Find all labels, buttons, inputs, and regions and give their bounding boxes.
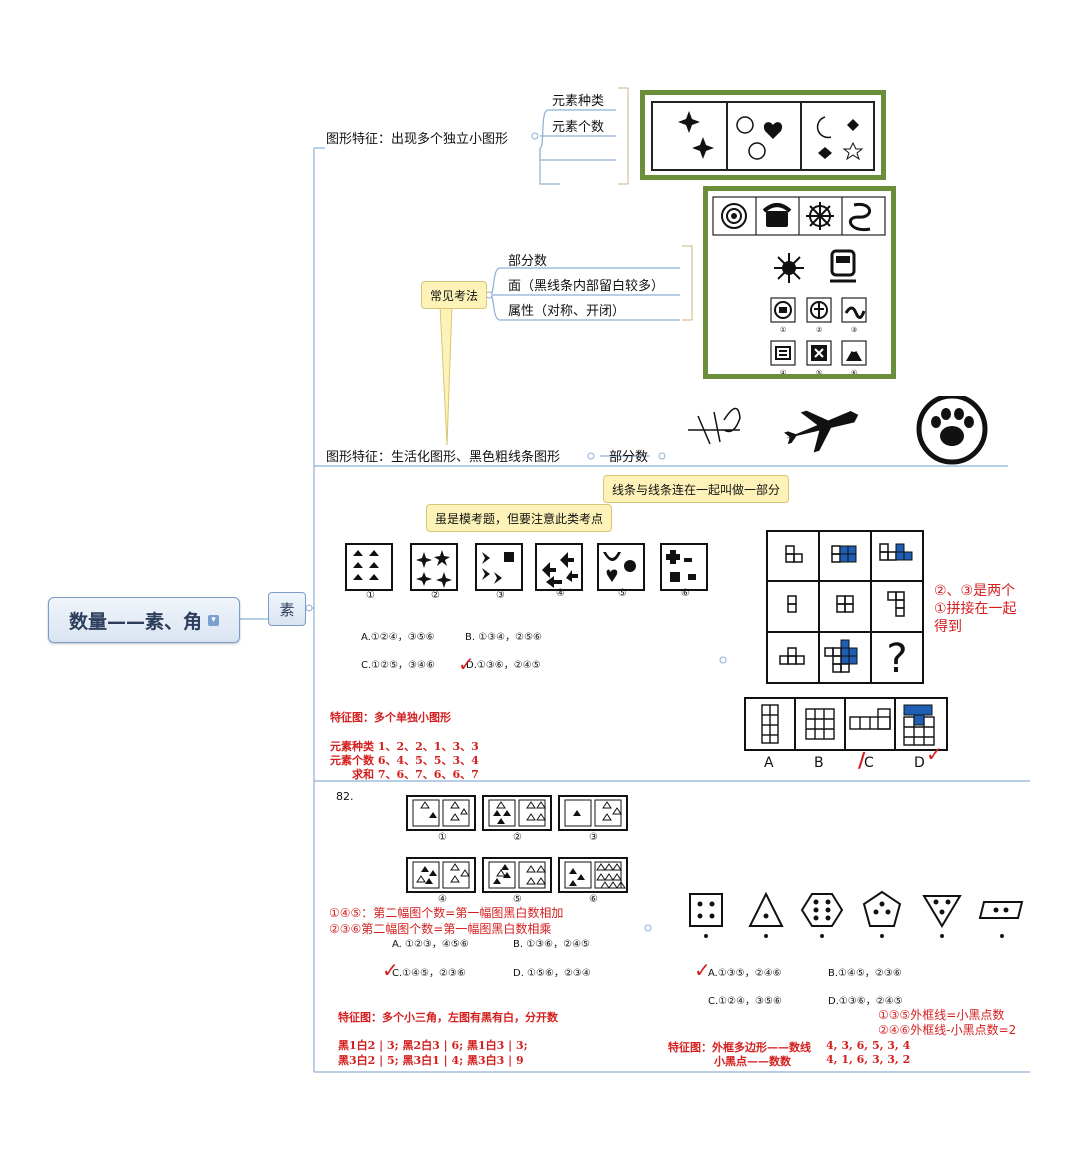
s2-question-number: 82. bbox=[336, 790, 354, 803]
q1-label-5: ⑤ bbox=[618, 588, 627, 599]
q3-option-c[interactable]: C.①②④，③⑤⑥ bbox=[708, 996, 782, 1007]
life-figures bbox=[688, 396, 988, 465]
q1-label-1: ① bbox=[366, 590, 375, 601]
s2-right-feature2-values: 4, 1, 6, 3, 3, 2 bbox=[826, 1053, 911, 1066]
example-frame-1 bbox=[640, 90, 886, 180]
q3-option-d[interactable]: D.①③⑥，②④⑤ bbox=[828, 996, 903, 1007]
q1-answer-options bbox=[744, 697, 948, 751]
svg-text:⑤: ⑤ bbox=[816, 369, 822, 374]
answer-label-c[interactable]: C bbox=[864, 755, 874, 771]
answer-label-d[interactable]: D bbox=[914, 755, 925, 771]
checkmark-c-icon: / bbox=[858, 748, 866, 772]
answer-label-b[interactable]: B bbox=[814, 755, 824, 771]
q2-label-5: ⑤ bbox=[513, 894, 522, 905]
icon-grid-figure: ① ② ③ ④ ⑤ ⑥ bbox=[712, 196, 886, 377]
q1-option-d[interactable]: D.①③⑥，②④⑤ bbox=[466, 660, 541, 671]
q2-option-d[interactable]: D. ①⑤⑥，②③④ bbox=[513, 968, 591, 979]
s2-right-feature2: 小黑点——数数 bbox=[714, 1055, 791, 1068]
root-node[interactable]: 数量——素、角 ▾ bbox=[48, 597, 240, 643]
branch3-child-parts[interactable]: 部分数 bbox=[609, 450, 649, 465]
example-frame-2: ① ② ③ ④ ⑤ ⑥ bbox=[703, 186, 896, 379]
q1-label-4: ④ bbox=[556, 588, 565, 599]
target-icon bbox=[721, 203, 747, 229]
q1-option-b[interactable]: B. ①③④，②⑤⑥ bbox=[465, 632, 543, 643]
q1-label-2: ② bbox=[431, 590, 440, 601]
s1-row3: 求和 7、6、7、6、6、7 bbox=[352, 768, 479, 781]
q3-option-a[interactable]: A.①③⑤，②④⑥ bbox=[708, 968, 782, 979]
q2-label-4: ④ bbox=[438, 894, 447, 905]
svg-text:⑥: ⑥ bbox=[851, 369, 857, 374]
paw-print-icon bbox=[916, 396, 988, 465]
three-cell-figure bbox=[651, 101, 875, 171]
svg-text:①: ① bbox=[780, 326, 786, 334]
q1-grid-puzzle: ? bbox=[766, 530, 924, 684]
sun-icon bbox=[774, 253, 804, 283]
s2-right-feature1: 特征图：外框多边形——数线 bbox=[668, 1041, 811, 1054]
q2-label-2: ② bbox=[513, 832, 522, 843]
q1-option-c[interactable]: C.①②⑤，③④⑥ bbox=[361, 660, 435, 671]
knot-icon bbox=[848, 202, 871, 232]
callout-common-methods-label: 常见考法 bbox=[430, 288, 479, 303]
s1-row1: 元素种类 1、2、2、1、3、3 bbox=[330, 740, 479, 753]
q2-label-6: ⑥ bbox=[589, 894, 598, 905]
branch1-child-count[interactable]: 元素个数 bbox=[552, 120, 605, 135]
question1-figures bbox=[345, 543, 708, 591]
answer-label-a[interactable]: A bbox=[764, 755, 774, 771]
s2-feature: 特征图：多个小三角，左图有黑有白，分开数 bbox=[338, 1011, 558, 1024]
q2-triangle-figures bbox=[406, 795, 628, 893]
root-label: 数量——素、角 bbox=[68, 610, 202, 633]
svg-text:②: ② bbox=[816, 326, 822, 334]
q1-option-a[interactable]: A.①②④，③⑤⑥ bbox=[361, 632, 435, 643]
s2-note1: ①④⑤：第二幅图个数=第一幅图黑白数相加 bbox=[329, 906, 564, 920]
branch2-child-faces[interactable]: 面（黑线条内部留白较多） bbox=[508, 279, 665, 294]
s1-feature: 特征图：多个单独小图形 bbox=[330, 711, 451, 724]
s2-right-feature1-values: 4, 3, 6, 5, 3, 4 bbox=[826, 1039, 911, 1052]
collapse-icon[interactable]: ▾ bbox=[208, 614, 219, 626]
callout-mock-exam[interactable]: 虽是模考题，但要注意此类考点 bbox=[426, 504, 613, 532]
su-node[interactable]: 素 bbox=[268, 592, 306, 626]
s1-row2: 元素个数 6、4、5、5、3、4 bbox=[330, 754, 479, 767]
s2-note2: ②③⑥第二幅图个数=第一幅图黑白数相乘 bbox=[329, 922, 552, 936]
checkmark-icon: ✓ bbox=[458, 652, 475, 676]
q2-label-1: ① bbox=[438, 832, 447, 843]
svg-text:?: ? bbox=[886, 636, 907, 682]
callout-line-connection-label: 线条与线条连在一起叫做一部分 bbox=[612, 482, 781, 497]
s2-line1: 黑1白2 | 3; 黑2白3 | 6; 黑1白3 | 3; bbox=[338, 1039, 528, 1052]
svg-text:④: ④ bbox=[780, 369, 786, 374]
s1-grid-note: ②、③是两个①拼接在一起得到 bbox=[934, 583, 1017, 635]
q2-option-a[interactable]: A. ①②③，④⑤⑥ bbox=[392, 939, 469, 950]
telephone-icon bbox=[762, 203, 792, 227]
train-icon bbox=[830, 249, 856, 283]
checkmark-q2-icon: ✓ bbox=[382, 958, 399, 982]
branch2-child-parts[interactable]: 部分数 bbox=[508, 254, 548, 269]
airplane-icon bbox=[784, 410, 859, 453]
q2-label-3: ③ bbox=[589, 832, 598, 843]
feather-plant-icon bbox=[688, 407, 741, 445]
q2-option-c[interactable]: C.①④⑤，②③⑥ bbox=[392, 968, 466, 979]
q3-option-b[interactable]: B.①④⑤，②③⑥ bbox=[828, 968, 902, 979]
callout-line-connection[interactable]: 线条与线条连在一起叫做一部分 bbox=[603, 475, 790, 503]
callout-mock-exam-label: 虽是模考题，但要注意此类考点 bbox=[435, 511, 604, 526]
s2-right-note2: ②④⑥外框线-小黑点数=2 bbox=[878, 1023, 1017, 1037]
branch2-child-attributes[interactable]: 属性（对称、开闭） bbox=[508, 304, 626, 319]
q2-option-b[interactable]: B. ①③⑥，②④⑤ bbox=[513, 939, 591, 950]
callout-common-methods[interactable]: 常见考法 bbox=[421, 281, 488, 309]
q1-label-6: ⑥ bbox=[681, 588, 690, 599]
s2-line2: 黑3白2 | 5; 黑3白1 | 4; 黑3白3 | 9 bbox=[338, 1054, 524, 1067]
branch3-label[interactable]: 图形特征：生活化图形、黑色粗线条图形 bbox=[326, 450, 561, 465]
checkmark-d-icon: ✓ bbox=[926, 742, 943, 766]
s2-right-note1: ①③⑤外框线=小黑点数 bbox=[878, 1008, 1005, 1022]
branch1-child-kinds[interactable]: 元素种类 bbox=[552, 94, 605, 109]
q1-label-3: ③ bbox=[496, 590, 505, 601]
q3-polygon-figures bbox=[689, 890, 1024, 938]
su-label: 素 bbox=[279, 600, 295, 619]
checkmark-q3-icon: ✓ bbox=[694, 958, 711, 982]
svg-text:③: ③ bbox=[851, 326, 857, 334]
stars-hearts-moons-figure bbox=[678, 103, 864, 169]
ship-wheel-icon bbox=[806, 202, 834, 230]
branch1-label[interactable]: 图形特征：出现多个独立小图形 bbox=[326, 132, 509, 147]
